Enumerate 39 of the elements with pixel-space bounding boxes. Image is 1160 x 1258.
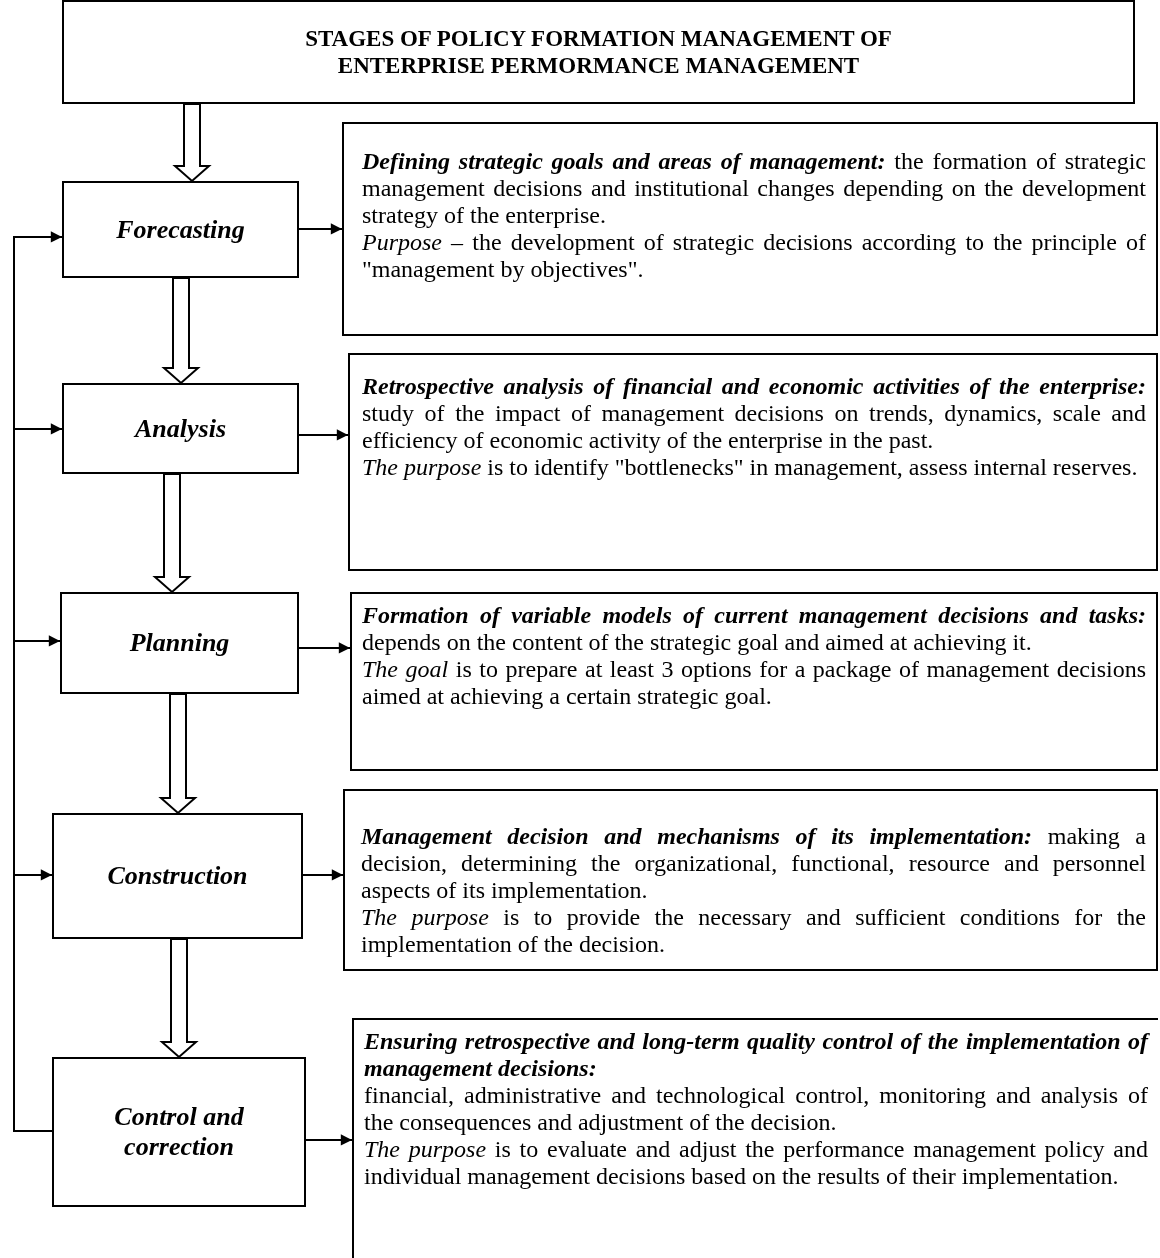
description-text: The purpose is to identify "bottlenecks" in management, assess internal reserves. [362, 454, 1139, 481]
description-text: The purpose is to provide the necessary and sufficient conditions for the implementation of the decision. [361, 904, 1146, 958]
description-text: Defining strategic goals and areas of management: the formation of strategic management decisions and institutional changes depending on the development strategy of the enterprise. [362, 148, 1146, 229]
hollow-arrow [158, 693, 198, 815]
title-text: STAGES OF POLICY FORMATION MANAGEMENT OF ENTERPRISE PERMORMANCE MANAGEMENT [304, 25, 893, 79]
description-box [343, 789, 1158, 971]
arrow [298, 642, 351, 654]
stage-box [60, 592, 299, 694]
stage-box [52, 813, 303, 939]
stage-box [62, 383, 299, 474]
description-text: The goal is to prepare at least 3 options for a package of management decisions aimed at achieving a certain strategic goal. [362, 656, 1146, 710]
hollow-arrow [152, 473, 192, 594]
description-text: Retrospective analysis of financial and economic activities of the enterprise: study of the impact of management decisions on trends, dynamics, scale and efficiency of economic activity of the enterprise in the past. [362, 373, 1146, 454]
stage-label: Construction [107, 861, 248, 891]
arrow [305, 1134, 353, 1146]
stage-label: Control and correction [113, 1102, 245, 1162]
description-text: financial, administrative and technological control, monitoring and analysis of the consequences and adjustment of the decision. [364, 1082, 1148, 1136]
description-text: The purpose is to evaluate and adjust the performance management policy and individual management decisions based on the results of their implementation. [364, 1136, 1148, 1190]
description-box [350, 592, 1158, 771]
arrow [302, 869, 344, 881]
arrow [298, 223, 343, 235]
description-box [352, 1018, 1158, 1258]
hollow-arrow [161, 277, 201, 385]
description-text: Purpose – the development of strategic decisions according to the principle of "management by objectives". [362, 229, 1146, 283]
stage-label: Planning [129, 628, 230, 658]
arrow [298, 429, 349, 441]
stage-box [52, 1057, 306, 1207]
stage-box [62, 181, 299, 278]
hollow-arrow [159, 938, 199, 1059]
title-box [62, 0, 1135, 104]
description-text: Management decision and mechanisms of its implementation: making a decision, determining the organizational, functional, resource and personnel aspects of its implementation. [361, 823, 1146, 904]
description-text: Formation of variable models of current management decisions and tasks: depends on the content of the strategic goal and aimed at achieving it. [362, 602, 1146, 656]
description-box [342, 122, 1158, 336]
stage-label: Analysis [135, 413, 226, 444]
stage-label: Forecasting [116, 214, 245, 245]
description-heading: Ensuring retrospective and long-term quality control of the implementation of management decisions: [364, 1028, 1148, 1082]
description-box [348, 353, 1158, 571]
hollow-arrow [172, 103, 212, 183]
arrow [13, 869, 53, 1132]
